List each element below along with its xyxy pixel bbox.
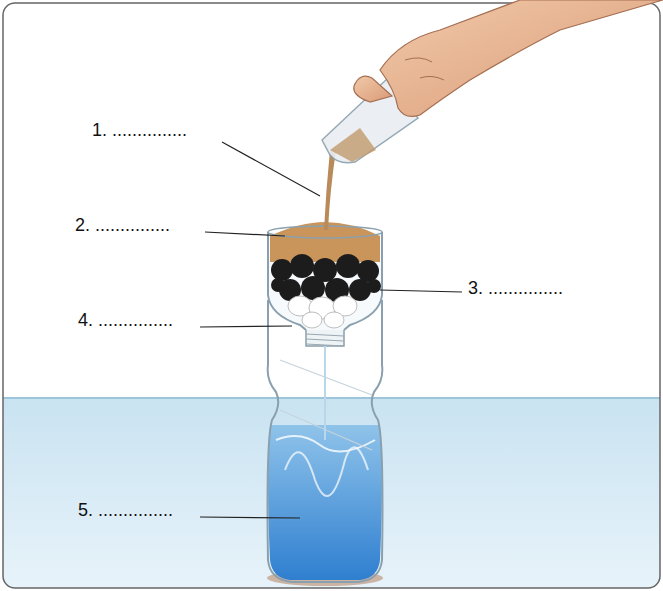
callout-number: 5. ............... (78, 500, 173, 520)
leader-lines (200, 142, 462, 518)
callout-number: 4. ............... (78, 310, 173, 330)
frame (3, 3, 660, 588)
callout-number: 3. ............... (468, 278, 563, 298)
table-surface (3, 398, 660, 588)
lower-bottle (268, 300, 383, 582)
charcoal (271, 254, 381, 302)
hand-with-glass (322, 0, 663, 163)
cotton (288, 296, 357, 328)
filter-top (268, 222, 382, 440)
dirty-water-stream (324, 150, 336, 230)
scene (3, 3, 660, 588)
callout-number: 2. ............... (75, 215, 170, 235)
callout-number: 1. ............... (92, 120, 187, 140)
